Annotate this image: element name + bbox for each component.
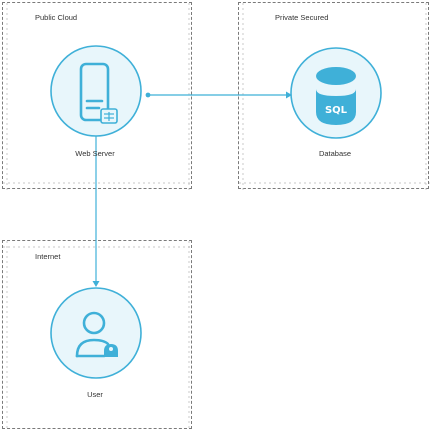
connector-webserver-database	[145, 91, 292, 99]
database-label: Database	[318, 149, 352, 158]
zone-label-public-cloud: Public Cloud	[35, 13, 78, 22]
zone-label-internet: Internet	[35, 252, 61, 261]
database-badge: SQL	[325, 105, 348, 116]
web-server-label: Web Server	[75, 149, 115, 158]
web-server-icon	[50, 45, 142, 137]
user-icon	[50, 287, 142, 379]
user-label: User	[87, 390, 103, 399]
database-icon: SQL	[290, 47, 382, 139]
zone-label-private-secured: Private Secured	[275, 13, 329, 22]
